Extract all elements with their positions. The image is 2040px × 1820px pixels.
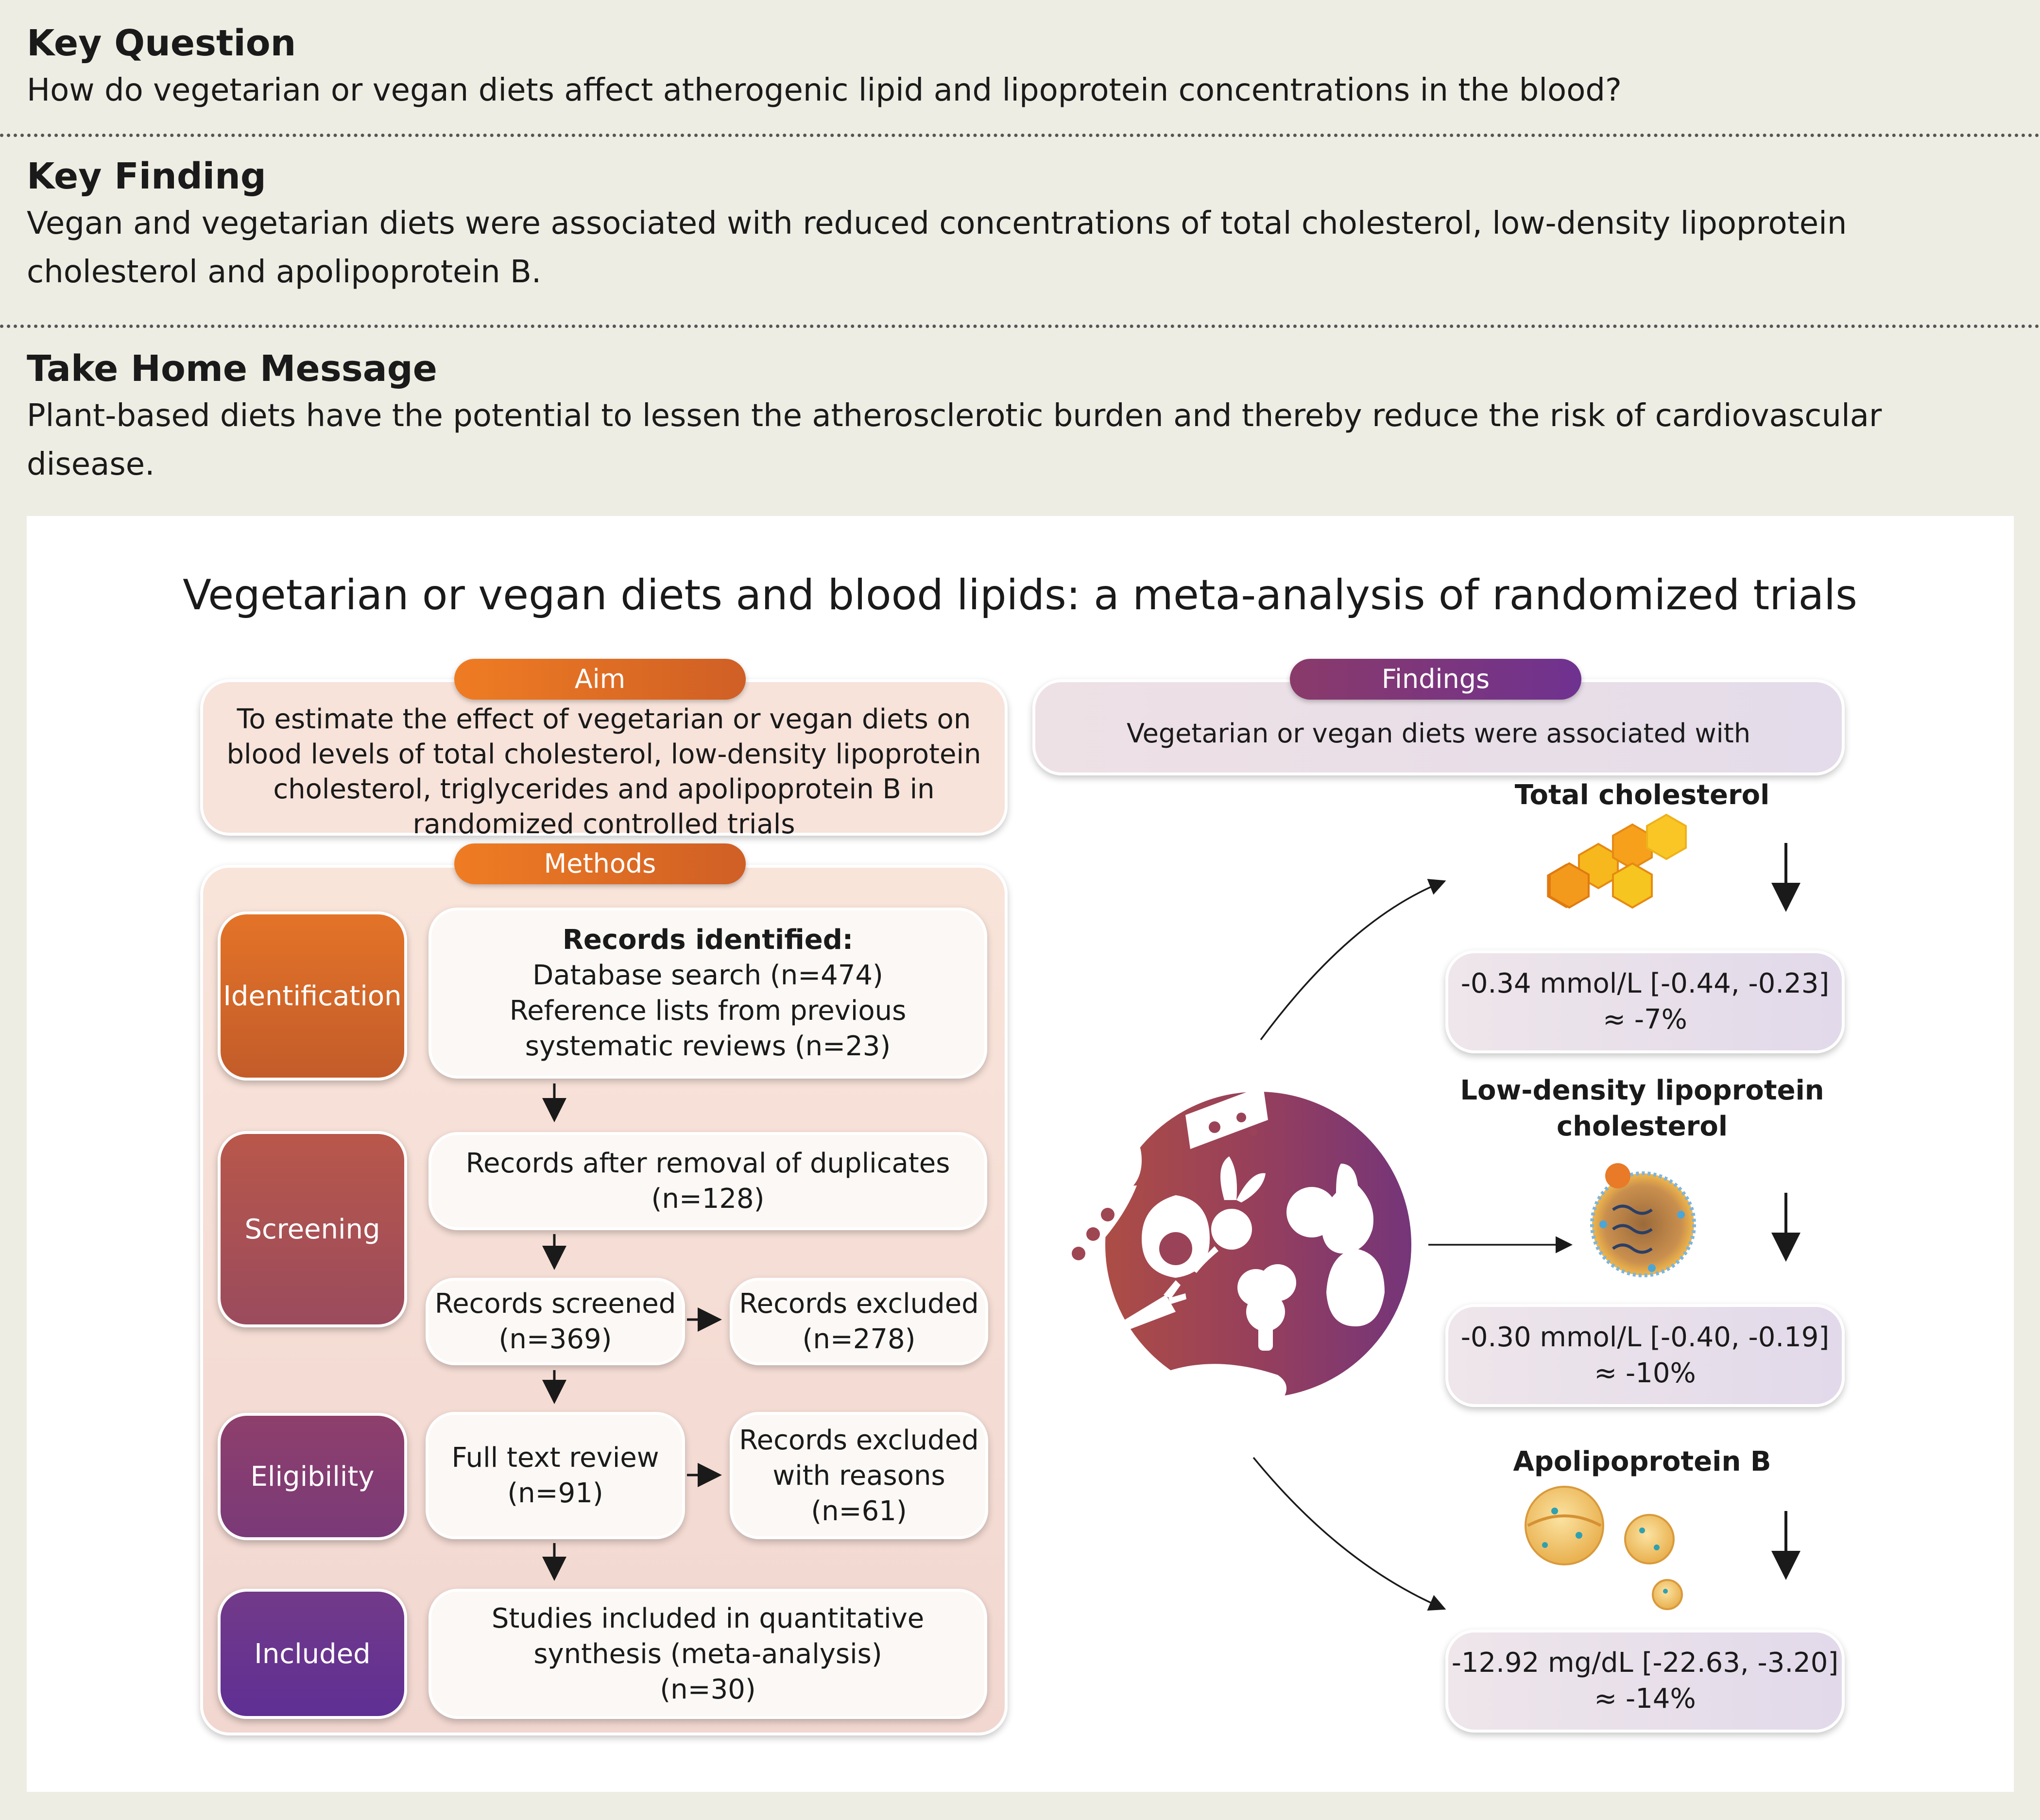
arrow-to-total-cholesterol	[1260, 879, 1446, 1041]
stage-eligibility-label: Eligibility	[250, 1460, 375, 1493]
key-question-text: How do vegetarian or vegan diets affect …	[27, 72, 1622, 108]
findings-intro: Vegetarian or vegan diets were associate…	[1126, 718, 1751, 749]
food-icons	[1059, 1086, 1385, 1399]
total-cholesterol-result: -0.34 mmol/L [-0.44, -0.23] ≈ -7%	[1445, 950, 1845, 1053]
divider	[0, 134, 2040, 137]
cheese-icon	[1185, 1086, 1268, 1149]
records-screened-line: Records screened	[434, 1288, 676, 1320]
onion-icon	[1083, 1102, 1142, 1198]
result-value: -12.92 mg/dL [-22.63, -3.20]	[1451, 1647, 1839, 1679]
records-excluded-reasons-line: with reasons	[772, 1459, 945, 1492]
records-identified-line: Database search (n=474)	[532, 960, 883, 991]
stage-included-label: Included	[254, 1638, 371, 1670]
aim-box	[200, 679, 1008, 836]
records-screened-count: (n=369)	[498, 1323, 612, 1355]
avocado-icon	[1142, 1195, 1210, 1278]
studies-included-box: Studies included in quantitative synthes…	[429, 1589, 987, 1719]
studies-included-line: synthesis (meta-analysis)	[533, 1638, 882, 1670]
records-identified-line: Reference lists from previous	[509, 995, 907, 1027]
records-excluded-line: Records excluded	[739, 1288, 979, 1320]
apob-result: -12.92 mg/dL [-22.63, -3.20] ≈ -14%	[1445, 1630, 1845, 1733]
bread-icon	[1143, 1364, 1286, 1399]
records-excluded-reasons-box: Records excluded with reasons (n=61)	[730, 1412, 988, 1539]
ldl-cholesterol-result: -0.30 mmol/L [-0.40, -0.19] ≈ -10%	[1445, 1304, 1845, 1407]
aim-label: Aim	[454, 659, 746, 700]
stage-screening-label: Screening	[244, 1213, 380, 1245]
stage-included: Included	[218, 1589, 407, 1719]
apob-title: Apolipoprotein B	[1513, 1446, 1771, 1477]
records-identified-title: Records identified:	[562, 924, 854, 956]
records-after-duplicates-box: Records after removal of duplicates (n=1…	[429, 1132, 987, 1230]
full-text-review-count: (n=91)	[507, 1477, 603, 1509]
key-finding-section: Key Finding Vegan and vegetarian diets w…	[27, 158, 2013, 296]
findings-label: Findings	[1290, 659, 1581, 700]
ldl-cholesterol-title: Low-density lipoprotein cholesterol	[1409, 1073, 1875, 1145]
aim-text: To estimate the effect of vegetarian or …	[226, 704, 981, 840]
ldl-title-line: cholesterol	[1556, 1111, 1728, 1142]
records-excluded-reasons-line: Records excluded	[739, 1424, 979, 1456]
records-identified-line: systematic reviews (n=23)	[525, 1030, 891, 1062]
divider	[0, 325, 2040, 328]
result-value: -0.34 mmol/L [-0.44, -0.23]	[1460, 968, 1830, 999]
records-after-duplicates-line: Records after removal of duplicates	[465, 1148, 950, 1179]
records-excluded-box: Records excluded (n=278)	[730, 1278, 988, 1365]
stage-screening: Screening	[218, 1131, 407, 1327]
studies-included-count: (n=30)	[660, 1673, 756, 1705]
pepper-icon	[1326, 1234, 1385, 1326]
flow-arrows	[542, 1083, 722, 1581]
studies-included-line: Studies included in quantitative	[491, 1602, 925, 1634]
records-excluded-reasons-count: (n=61)	[811, 1495, 907, 1527]
records-screened-box: Records screened (n=369)	[426, 1278, 685, 1365]
full-text-review-line: Full text review	[451, 1442, 659, 1474]
methods-label: Methods	[454, 843, 746, 884]
apple-pear-icon	[1286, 1164, 1373, 1253]
key-finding-text: Vegan and vegetarian diets were associat…	[27, 206, 1847, 290]
broccoli-icon	[1237, 1264, 1296, 1351]
key-question-section: Key Question How do vegetarian or vegan …	[27, 25, 2013, 115]
carrot-icon	[1074, 1280, 1186, 1351]
full-text-review-box: Full text review (n=91)	[426, 1412, 685, 1539]
take-home-text: Plant-based diets have the potential to …	[27, 398, 1882, 482]
findings-arrows	[1252, 879, 1573, 1611]
records-after-duplicates-count: (n=128)	[651, 1183, 765, 1215]
total-cholesterol-title: Total cholesterol	[1514, 779, 1770, 811]
records-identified-box: Records identified: Database search (n=4…	[429, 908, 987, 1079]
radish-icon	[1193, 1156, 1266, 1273]
arrow-to-apob	[1252, 1457, 1446, 1611]
apob-particles-icon	[1525, 1486, 1683, 1610]
result-percent: ≈ -7%	[1603, 1004, 1687, 1035]
result-percent: ≈ -14%	[1594, 1683, 1696, 1715]
key-question-heading: Key Question	[27, 22, 296, 64]
take-home-heading: Take Home Message	[27, 348, 437, 390]
stage-identification: Identification	[218, 911, 407, 1081]
result-value: -0.30 mmol/L [-0.40, -0.19]	[1460, 1322, 1830, 1353]
stage-eligibility: Eligibility	[218, 1413, 407, 1540]
stage-identification-label: Identification	[223, 980, 402, 1012]
result-percent: ≈ -10%	[1594, 1357, 1696, 1389]
ldl-title-line: Low-density lipoprotein	[1460, 1075, 1824, 1106]
pea-pod-icon	[1059, 1185, 1137, 1278]
key-finding-heading: Key Finding	[27, 155, 266, 197]
ldl-particle-icon	[1590, 1163, 1696, 1277]
abstract-title: Vegetarian or vegan diets and blood lipi…	[183, 571, 1857, 619]
take-home-section: Take Home Message Plant-based diets have…	[27, 351, 2013, 489]
records-excluded-count: (n=278)	[802, 1323, 916, 1355]
cholesterol-molecule-icon	[1547, 813, 1687, 909]
